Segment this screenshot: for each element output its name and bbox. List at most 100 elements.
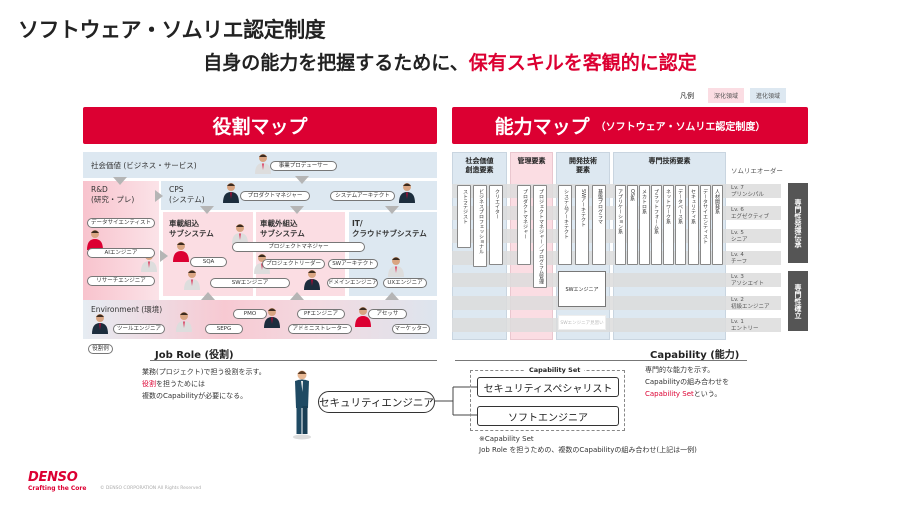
role-pill: リサーチエンジニア <box>87 276 155 286</box>
arrow-up-icon <box>385 292 399 300</box>
role-example-pill: 役割例 <box>88 344 113 354</box>
note-line: Job Role を担うための、複数のCapabilityの組み合わせ(上記は一… <box>479 446 697 454</box>
page-subtitle: 自身の能力を把握するために、保有スキルを客観的に認定 <box>0 48 900 75</box>
capability-card: ストラテジスト <box>457 185 471 248</box>
group-label: 専門性発揮伝承 <box>788 183 808 263</box>
person-icon <box>304 270 320 290</box>
capability-card: 基盤プログラマ <box>592 185 606 265</box>
sw-engineer-card: SWエンジニア <box>558 271 606 307</box>
role-pill: 事業プロデューサー <box>270 161 337 171</box>
person-icon <box>232 224 248 244</box>
capability-card: システムアーキテクト <box>558 185 572 265</box>
level-name: 初級エンジニア <box>731 303 770 310</box>
desc-line: Capabilityの組み合わせを <box>645 378 730 386</box>
legend-label: 凡例 <box>680 91 694 100</box>
role-pill: SQA <box>190 257 227 267</box>
role-pill: プロジェクトリーダー <box>262 259 325 269</box>
desc-line: 業務(プロジェクト)で担う役割を示す。 <box>142 368 266 376</box>
subtitle-plain: 自身の能力を把握するために、 <box>203 52 469 74</box>
person-icon <box>355 307 371 327</box>
person-icon <box>184 270 200 290</box>
role-pill: PMO <box>233 309 267 319</box>
capability-card: メカトロ系 <box>639 185 650 265</box>
capability-map-title: 能力マップ <box>494 116 590 138</box>
column-header: 専門技術要素 <box>648 157 691 165</box>
capability-card: OS系 <box>627 185 638 265</box>
area-label-social: 社会価値 (ビジネス・サービス) <box>91 161 197 170</box>
person-icon <box>223 183 239 203</box>
capability-card: クリエイター <box>489 185 503 265</box>
person-icon <box>87 230 103 250</box>
arrow-down-icon <box>385 206 399 214</box>
legend-deep: 深化領域 <box>708 88 745 103</box>
arrow-down-icon <box>200 206 214 214</box>
role-pill: SEPG <box>205 324 243 334</box>
capability-card: アプリケーション系 <box>615 185 626 265</box>
note-line: ※Capability Set <box>479 435 534 443</box>
page-title: ソフトウェア・ソムリエ認定制度 <box>18 18 326 42</box>
arrow-down-icon <box>113 177 127 185</box>
area-label-offboard: 車載外組込 サブシステム <box>260 219 305 238</box>
area-label-it: IT/ クラウドサブシステム <box>352 219 427 238</box>
job-role-heading: Job Role (役割) <box>155 350 234 361</box>
level-name: プリンシパル <box>731 192 764 198</box>
capability-description: 専門的な能力を示す。 Capabilityの組み合わせを Capability … <box>645 364 729 400</box>
arrow-up-icon <box>290 292 304 300</box>
column-header: 管理要素 <box>517 157 546 165</box>
area-label-cps: CPS (システム) <box>169 185 205 204</box>
copyright: © DENSO CORPORATION All Rights Reserved <box>100 486 202 491</box>
person-icon <box>255 154 271 174</box>
sommelier-order-label: ソムリエオーダー <box>731 167 783 175</box>
role-pill: SWエンジニア <box>210 278 290 288</box>
text: を担うためには <box>156 380 205 388</box>
level-band <box>452 317 781 332</box>
capability-card: データベース系 <box>675 185 686 265</box>
capability-card: データサイエンティスト <box>700 185 711 265</box>
connector-lines <box>435 386 477 416</box>
arrow-up-icon <box>201 292 215 300</box>
desc-line: 複数のCapabilityが必要になる。 <box>142 392 248 400</box>
subtitle-highlight: 保有スキルを客観的に認定 <box>468 52 697 74</box>
person-icon <box>388 257 404 277</box>
denso-tagline: Crafting the Core <box>28 485 87 492</box>
role-pill: アセッサ <box>368 309 407 319</box>
level-number: Lv. 7 <box>731 185 744 191</box>
capability-card: セキュリティ系 <box>688 185 699 265</box>
level-name: エグゼクティブ <box>731 214 770 221</box>
area-label-environment: Environment (環境) <box>91 305 163 314</box>
divider <box>455 360 747 361</box>
capability-card: プラットフォーム系 <box>651 185 662 265</box>
legend-evolve: 進化領域 <box>750 88 787 103</box>
capability-card: ネットワーク系 <box>663 185 674 265</box>
level-number: Lv. 4 <box>731 251 744 258</box>
legend: 凡例 深化領域 進化領域 <box>680 88 787 103</box>
capability-card: 人材開発系 <box>712 185 723 265</box>
role-pill: データサイエンティスト <box>87 218 155 228</box>
capability-item: ソフトエンジニア <box>477 406 619 426</box>
role-pill: AIエンジニア <box>87 248 155 258</box>
role-pill: システムアーキテクト <box>330 191 395 201</box>
capability-item: セキュリティスペシャリスト <box>477 377 619 397</box>
capability-card: SWアーキテクト <box>575 185 589 265</box>
role-map-title: 役割マップ <box>212 116 308 138</box>
desc-line: Capability Setという。 <box>645 388 729 400</box>
role-pill: アドミニストレーター <box>288 324 352 334</box>
job-role-description: 業務(プロジェクト)で担う役割を示す。 役割を担うためには 複数のCapabil… <box>142 366 266 402</box>
area-label-rd: R&D (研究・プレ) <box>91 185 135 204</box>
highlight: 役割 <box>142 380 156 388</box>
arrow-down-icon <box>295 176 309 184</box>
level-name: シニア <box>731 236 748 243</box>
divider <box>150 360 437 361</box>
person-icon <box>92 314 108 334</box>
arrow-right-icon <box>160 250 168 262</box>
person-icon <box>264 308 280 328</box>
level-name: エントリー <box>731 325 759 332</box>
role-pill: プロダクトマネジャー <box>240 191 310 201</box>
capability-heading: Capability (能力) <box>650 350 740 361</box>
level-name: チーフ <box>731 258 748 265</box>
